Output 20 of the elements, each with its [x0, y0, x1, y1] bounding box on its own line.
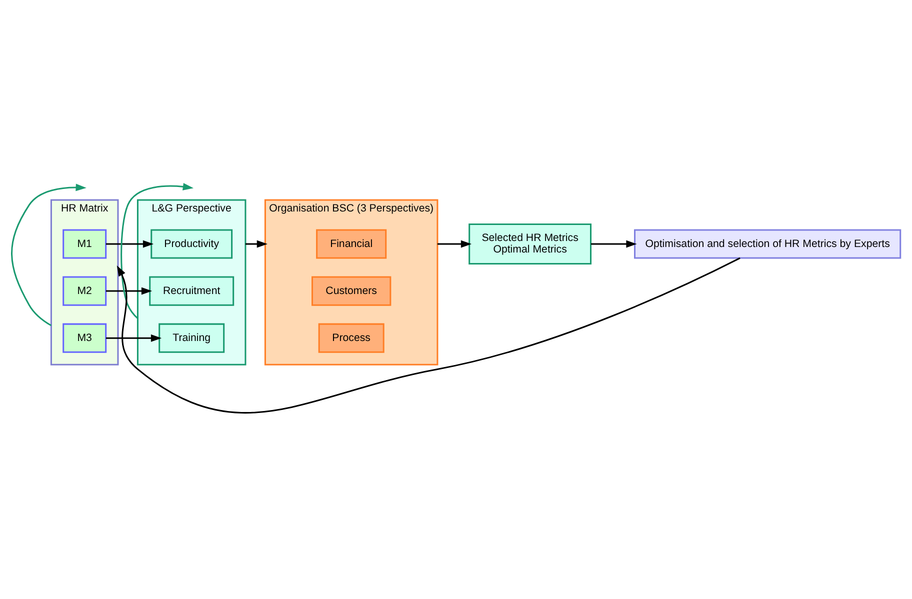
arrow — [106, 240, 154, 248]
node-box: Customers — [312, 276, 392, 306]
node-box: Financial — [316, 229, 387, 259]
arrow — [437, 240, 472, 248]
node-box: Optimisation and selection of HR Metrics by Experts — [634, 229, 902, 259]
arrow — [106, 287, 152, 295]
node-box: Selected HR Metrics Optimal Metrics — [468, 224, 592, 264]
node-box: Recruitment — [149, 276, 234, 306]
arrow — [116, 257, 740, 414]
arrow — [11, 184, 86, 326]
node-box: Productivity — [150, 229, 233, 259]
node-box: Process — [318, 323, 384, 353]
arrow — [590, 240, 637, 248]
arrow — [106, 334, 162, 342]
node-box: M2 — [62, 276, 107, 306]
node-box: M1 — [62, 229, 107, 259]
node-box: Training — [158, 323, 225, 353]
arrow — [245, 240, 268, 248]
node-box: M3 — [62, 323, 107, 353]
arrow — [120, 183, 194, 320]
